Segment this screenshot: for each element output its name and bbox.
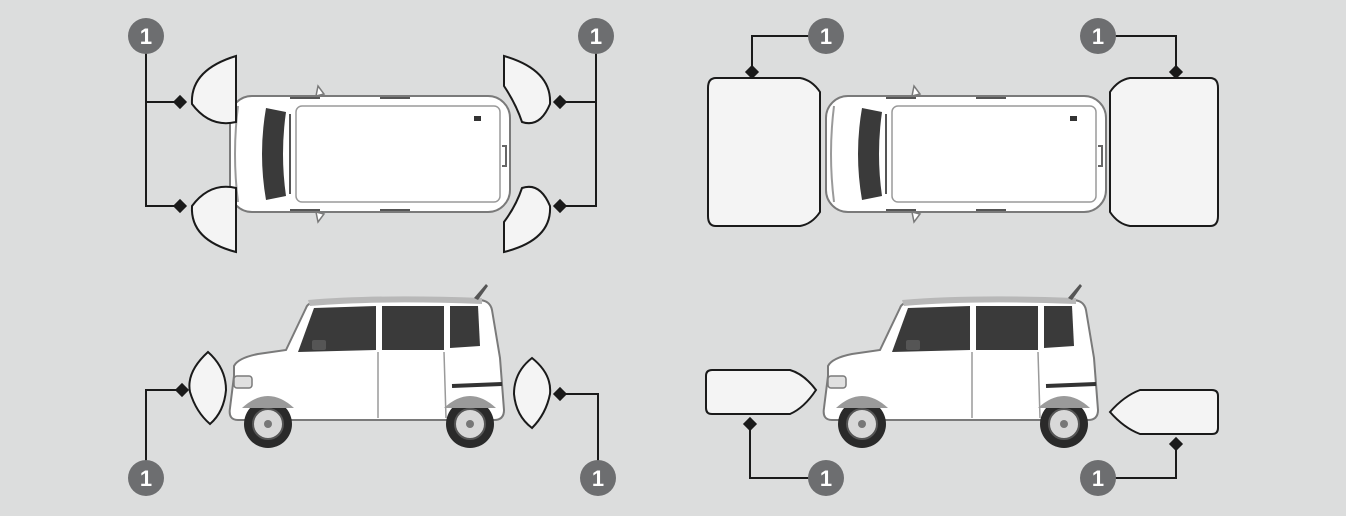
callout-badge-rear-corners: 1	[578, 18, 614, 54]
zone-front-right-corner	[190, 185, 237, 254]
leader-dot	[174, 382, 190, 398]
leader-dot	[742, 416, 758, 432]
callout-badge-side-rear: 1	[580, 460, 616, 496]
callout-badge-front-center: 1	[808, 18, 844, 54]
extra-callout-values: 1 1	[140, 24, 602, 49]
car-top-view-right	[825, 85, 1107, 223]
zone-front-left-corner	[190, 54, 237, 125]
leader-dot	[172, 94, 188, 110]
svg-text:1: 1	[820, 24, 832, 49]
callout-badge-front-corners-lower: 1	[140, 24, 152, 49]
leader-top-right	[560, 50, 597, 207]
top-view-corner-sensors: 1 1	[128, 18, 614, 254]
leader-dot	[552, 94, 568, 110]
leader-dot	[1168, 64, 1184, 80]
svg-text:1: 1	[820, 466, 832, 491]
svg-text:1: 1	[140, 466, 152, 491]
leader-dot	[744, 64, 760, 80]
zone-rear-left-corner	[503, 54, 552, 125]
callout-badge-front-corners: 1	[128, 18, 164, 54]
zone-side-rear	[512, 356, 552, 430]
callout-badge-side-front: 1	[128, 460, 164, 496]
callout-badge-rear-corners-lower: 1	[590, 24, 602, 49]
leader-front-center	[751, 35, 810, 72]
leader-dot	[552, 198, 568, 214]
callout-badge-side-front-center: 1	[808, 460, 844, 496]
callout-badge-rear-center: 1	[1080, 18, 1116, 54]
car-side-view-left	[227, 282, 506, 450]
leader-rear-center	[1112, 35, 1177, 72]
leader-side-rear	[560, 393, 599, 464]
leader-dot	[1168, 436, 1184, 452]
svg-text:1: 1	[590, 24, 602, 49]
zone-front-center	[707, 77, 821, 227]
leader-top-left	[145, 50, 180, 207]
svg-text:1: 1	[1092, 24, 1104, 49]
svg-text:1: 1	[1092, 466, 1104, 491]
callout-badge-side-rear-center: 1	[1080, 460, 1116, 496]
zone-rear-center	[1109, 77, 1219, 227]
leader-side-front-center	[749, 424, 810, 479]
top-view-front-rear-sensors: 1 1	[707, 18, 1219, 227]
svg-text:1: 1	[592, 466, 604, 491]
zone-rear-right-corner	[503, 185, 552, 254]
svg-text:1: 1	[590, 24, 602, 49]
svg-text:1: 1	[140, 24, 152, 49]
leader-side-rear-center	[1114, 444, 1177, 479]
zone-side-front-center	[705, 369, 818, 415]
side-view-corner-sensors: 1 1	[128, 282, 616, 496]
zone-side-rear-center	[1108, 389, 1219, 435]
side-view-front-rear-sensors: 1 1	[705, 282, 1219, 496]
leader-dot	[552, 386, 568, 402]
svg-text:1: 1	[140, 24, 152, 49]
car-side-view-right	[821, 282, 1100, 450]
zone-side-front	[188, 350, 228, 426]
leader-dot	[172, 198, 188, 214]
car-top-view-left	[229, 85, 511, 223]
leader-side-front	[145, 389, 182, 464]
